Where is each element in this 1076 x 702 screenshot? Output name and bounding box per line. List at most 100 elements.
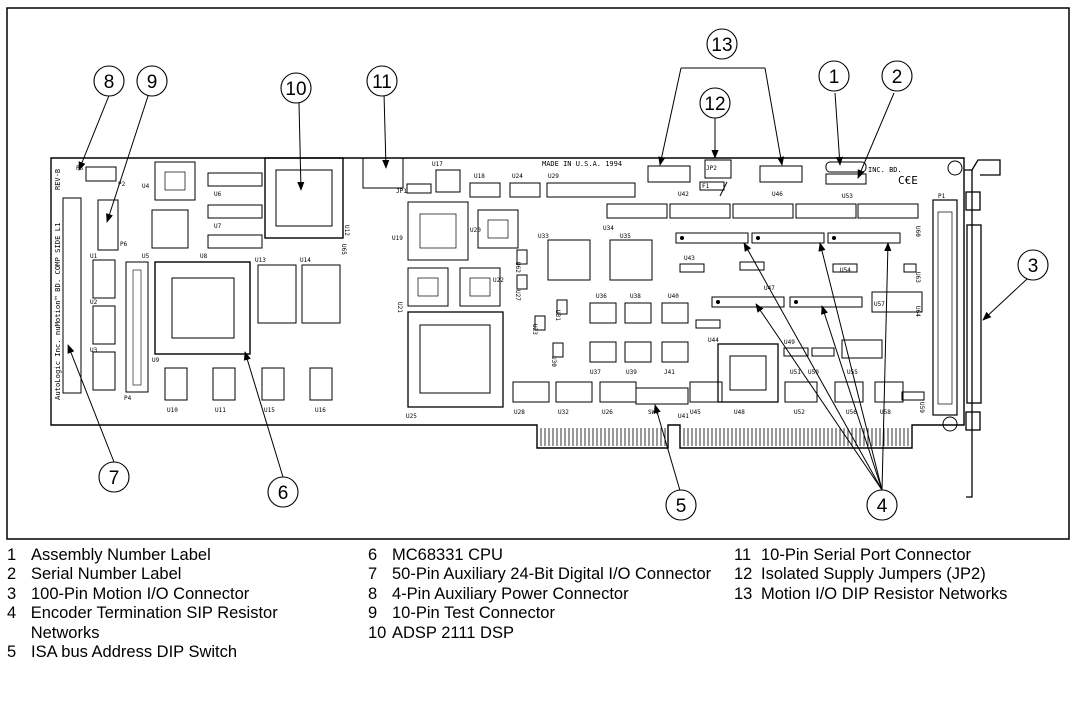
chip-u34-a [606,203,668,219]
sip-resistor-1 [675,232,749,244]
chip-label-u41: U41 [678,413,689,420]
chip-label-jp2: JP2 [706,165,717,172]
p4-inner [132,269,142,386]
ce-mark: C€E [898,174,918,187]
chip-label-u19: U19 [392,235,403,242]
legend-number: 8 [368,584,378,603]
callout-circle-4 [866,489,898,521]
chip-label-u23: U23 [531,324,538,335]
chip-u58 [874,381,904,403]
leader-4d [755,303,883,491]
chip-u44-small [695,319,721,329]
callout-circle-5 [665,489,697,521]
chip-u14 [301,264,341,324]
chip-label-u4: U4 [142,183,150,190]
callout-circle-12 [699,87,731,119]
chip-u12-dsp [264,157,344,239]
leader-lines [67,67,1028,495]
legend-number: 3 [7,584,17,603]
legend-number: 5 [7,643,17,662]
chip-u63 [903,263,917,273]
callout-number-2: 2 [892,67,903,88]
leader-2 [857,92,895,179]
legend-text: MC68331 CPU [392,546,503,564]
leader-11 [382,92,390,169]
chip-u52 [784,381,818,403]
chip-label-u35: U35 [620,233,631,240]
chip-label-u48: U48 [734,409,745,416]
callout-number-6: 6 [278,483,289,504]
legend-text: Motion I/O DIP Resistor Networks [761,584,1008,603]
chip-label-u25: U25 [406,413,417,420]
chip-u34-d [795,203,857,219]
sip-pin1-dots [680,236,836,304]
chip-u40 [661,302,689,324]
chip-u27 [516,274,528,290]
callout-circle-6 [267,476,299,508]
chip-u2 [92,305,116,345]
mounting-hole [942,416,958,432]
legend-number: 4 [7,604,17,623]
chip-label-u6: U6 [214,191,222,198]
legend-number: 6 [368,546,378,564]
chip-u21-die [417,277,439,297]
p1-connector [932,199,958,416]
chip-label-u38: U38 [630,293,641,300]
legend-text: 50-Pin Auxiliary 24-Bit Digital I/O Conn… [392,565,712,584]
chip-u5 [151,209,189,249]
chip-u8 [207,234,263,249]
callout-number-11: 11 [372,72,392,93]
chip-label-u33: U33 [538,233,549,240]
callout-circle-1 [818,60,850,92]
p1-connector-shroud [937,211,953,405]
legend-text: 4-Pin Auxiliary Power Connector [392,584,629,603]
chip-label-p6: P6 [120,241,128,248]
p6-header [97,199,119,251]
chip-u28 [512,381,550,403]
chip-u47 [739,261,765,271]
chip-u57 [871,291,923,313]
chip-label-u36: U36 [596,293,607,300]
chip-label-u3: U3 [90,347,98,354]
chip-u19 [407,201,469,261]
chip-label-u17: U17 [432,161,443,168]
callout-number-1: 1 [829,67,840,88]
chip-u34-c [732,203,794,219]
callout-circle-8 [93,65,125,97]
chip-label-u65: U65 [340,244,347,255]
leader-4c [881,242,892,491]
chip-label-u31: U31 [554,310,561,321]
chip-u48-die [729,355,767,391]
chip-label-u59: U59 [918,402,925,413]
callout-circle-9 [136,65,168,97]
leader-9 [106,92,150,223]
callout-circle-13 [706,28,738,60]
leader-5 [653,404,682,495]
leader-7 [67,344,115,463]
chip-label-u16: U16 [315,407,326,414]
chip-u1 [92,259,116,299]
chip-label-u1: U1 [90,253,98,260]
chip-label-u20: U20 [470,227,481,234]
callout-number-13: 13 [711,35,732,56]
chip-label-u10: U10 [167,407,178,414]
chip-u16 [309,367,333,401]
chip-j41 [661,341,689,363]
sw1-dip-switch [635,387,689,405]
chip-label-u12: U12 [343,225,350,236]
chip-label-p4: P4 [124,395,132,402]
chip-label-u29: U29 [548,173,559,180]
pcb-outline [50,157,965,449]
chip-label-u57: U57 [874,301,885,308]
chip-label-u30: U30 [550,356,557,367]
chip-u60-small [901,391,925,401]
leader-1 [834,92,844,166]
legend-item-8: 8 4-Pin Auxiliary Power Connector [368,585,728,604]
f1-fuse [699,181,725,191]
rev-text: REV-B [54,169,62,190]
chip-u34-b [669,203,731,219]
figure-frame [6,7,1070,540]
